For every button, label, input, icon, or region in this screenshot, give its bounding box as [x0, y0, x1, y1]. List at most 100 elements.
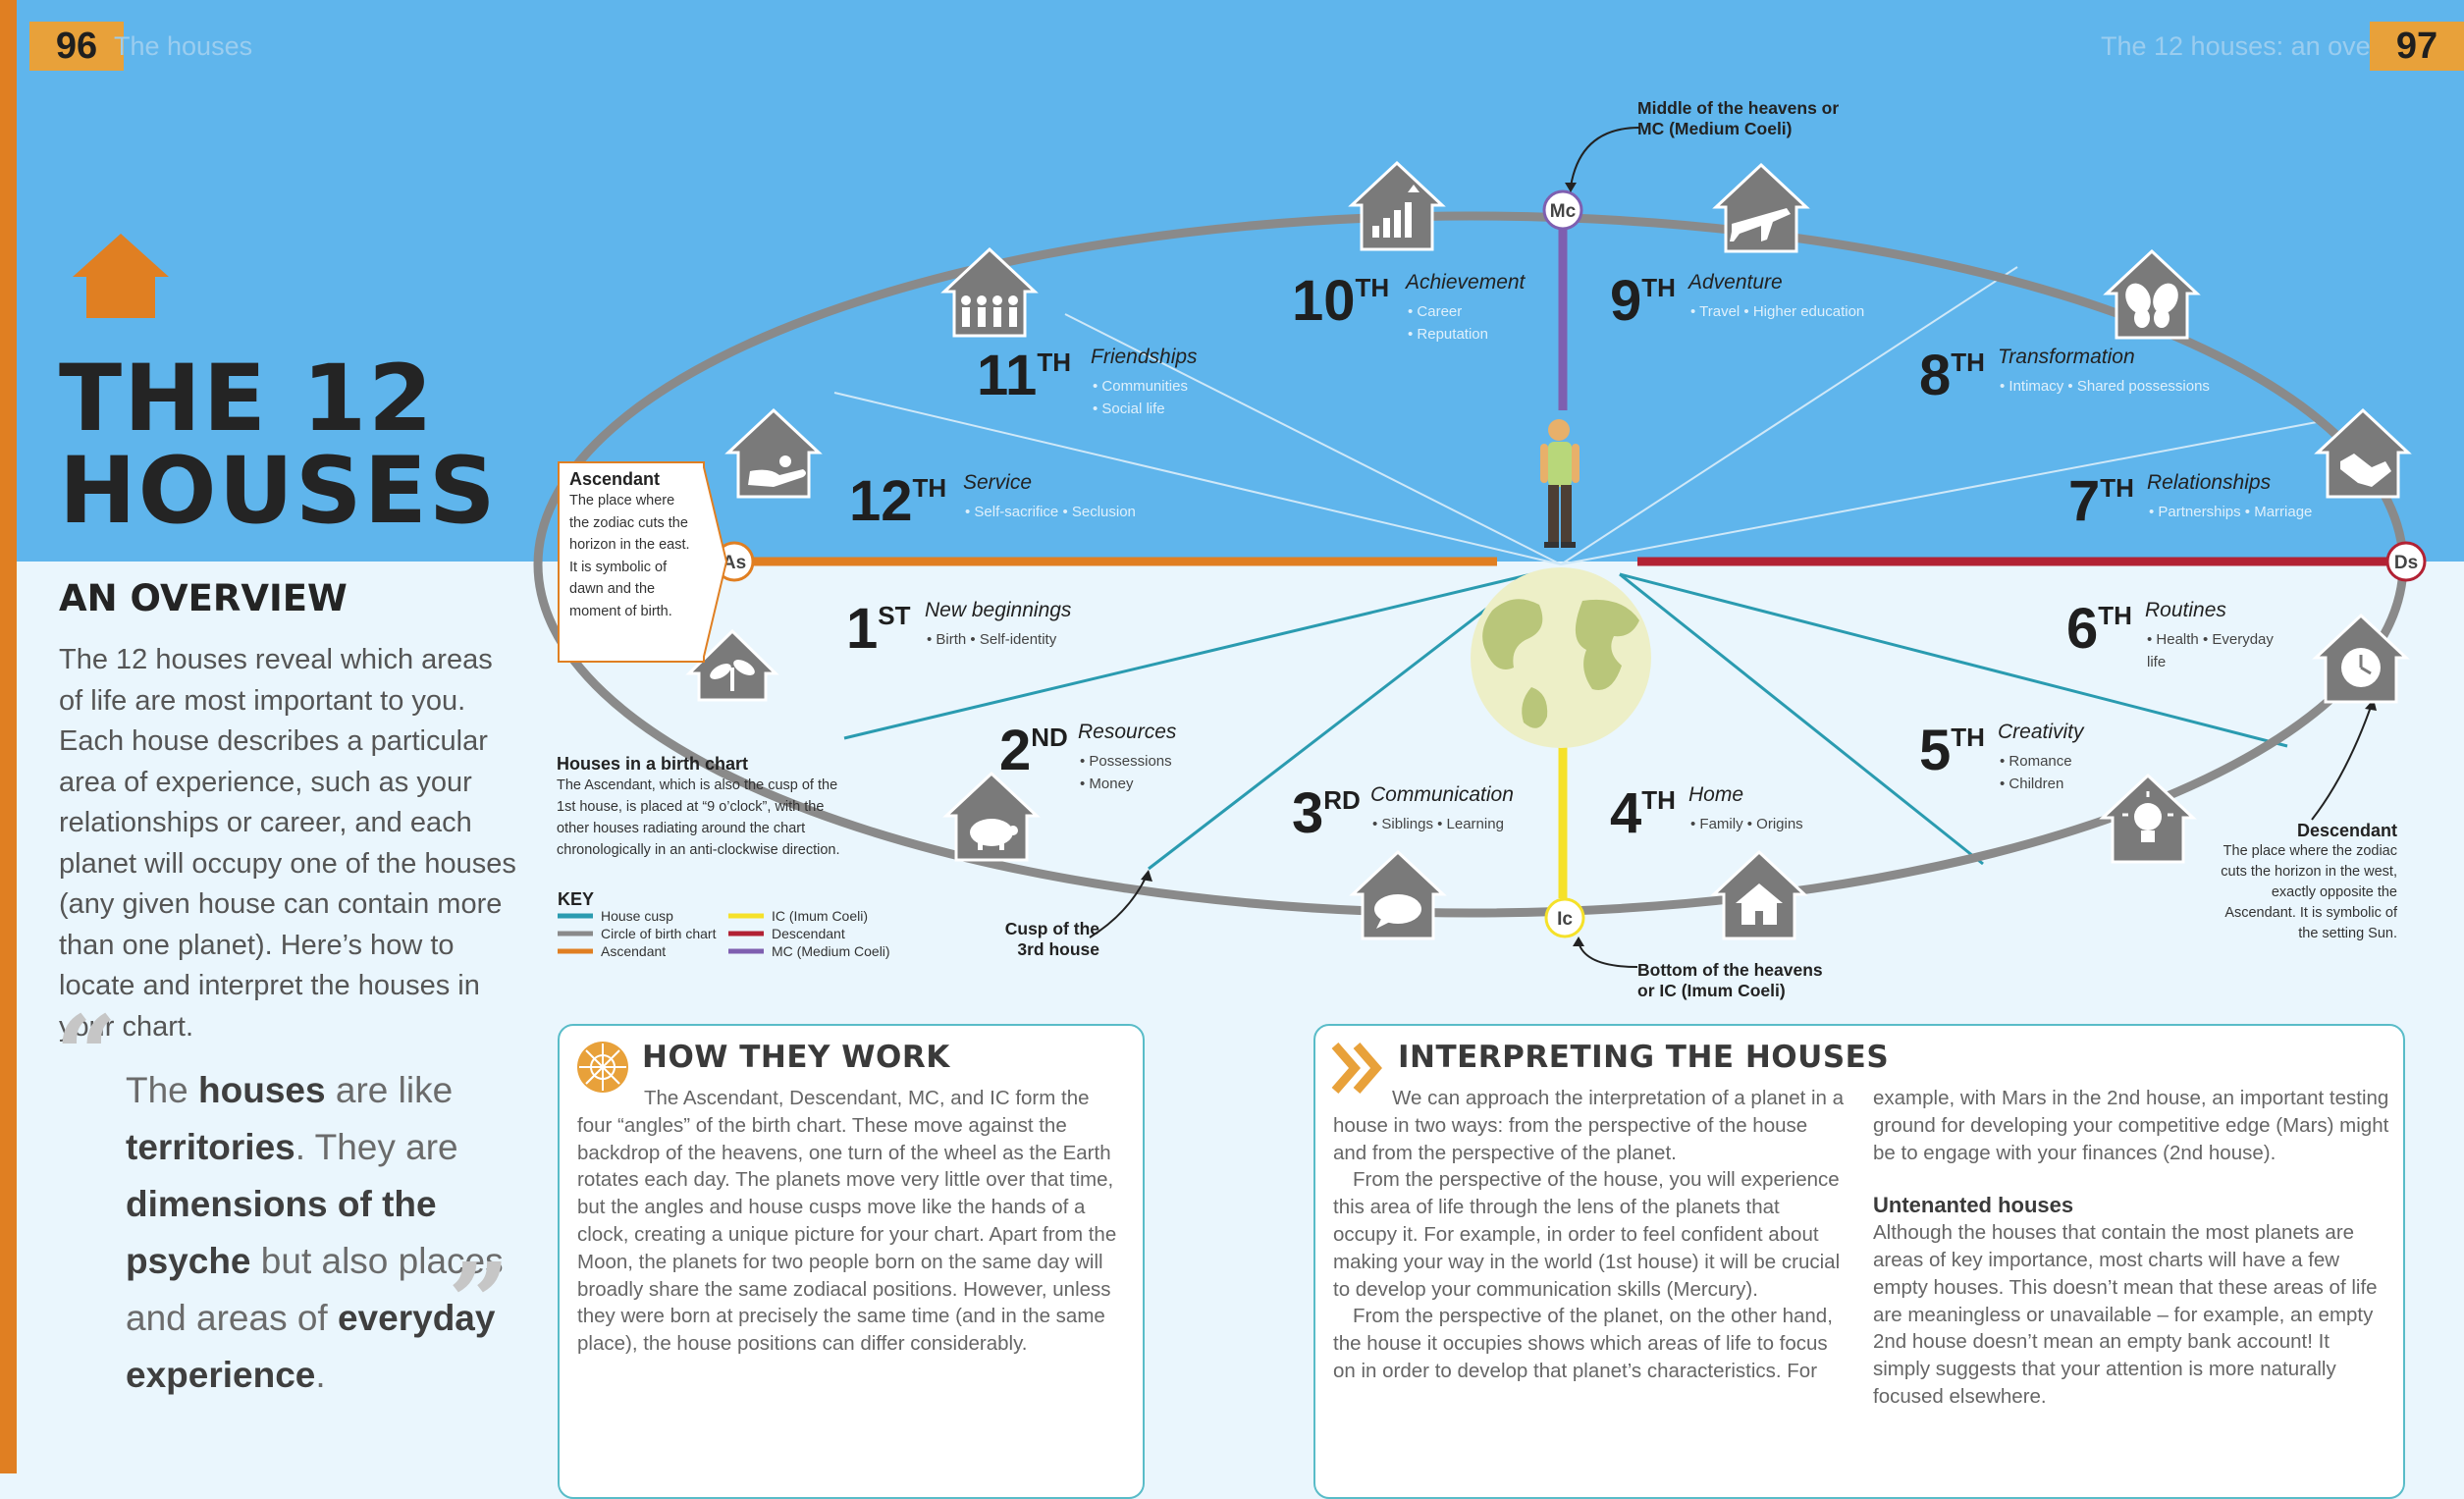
title-line-2: HOUSES	[59, 438, 498, 545]
descendant-marker: Ds	[2385, 541, 2427, 582]
house-name: Achievement	[1404, 271, 1527, 294]
right-page-number: 97	[2370, 22, 2464, 71]
house-number: 7TH	[2068, 469, 2134, 533]
house-icon	[1736, 883, 1783, 925]
ic-marker-label: Ic	[1557, 909, 1573, 930]
house-number: 10TH	[1292, 269, 1389, 333]
key-label: House cusp	[601, 908, 673, 924]
quote-emphasis: dimensions of the psyche	[126, 1184, 437, 1281]
descendant-callout-text: The place where the zodiac cuts the hori…	[2221, 843, 2397, 941]
cusp3-callout-arrow	[1089, 875, 1148, 938]
house-keywords: • Romance	[2000, 753, 2072, 770]
interpreting-title: INTERPRETING THE HOUSES	[1398, 1040, 1890, 1075]
butterfly-icon	[2125, 283, 2178, 328]
house-keywords: • Possessions	[1080, 753, 1172, 770]
house-icon	[73, 234, 169, 318]
birth-chart-note-title: Houses in a birth chart	[557, 754, 749, 774]
key-label: Descendant	[772, 926, 845, 941]
house-name: Transformation	[1998, 346, 2135, 368]
house-keywords: • Children	[2000, 776, 2063, 792]
birth-chart-note: Houses in a birth chart The Ascendant, w…	[557, 754, 856, 861]
house-icon-shape	[685, 628, 779, 702]
helping-hand-icon	[748, 455, 806, 487]
house-labels: 1ST New beginnings • Birth • Self-identity…	[846, 269, 2312, 845]
house-cusp-line	[1619, 572, 1984, 866]
descendant-callout-arrow	[2311, 706, 2372, 821]
left-running-head: The houses	[114, 31, 253, 61]
ic-callout-arrow	[1578, 941, 1638, 968]
house-number: 5TH	[1919, 719, 1985, 782]
house-number: 1ST	[846, 597, 911, 661]
speech-bubble-icon	[1374, 894, 1421, 929]
quote-text: are like	[325, 1070, 454, 1110]
ascendant-box-pointer	[703, 462, 728, 662]
ascendant-box-title: Ascendant	[569, 469, 661, 489]
person-figure-icon	[1540, 419, 1580, 548]
pull-quote: The houses are like territories. They ar…	[126, 1062, 518, 1404]
interpreting-box: INTERPRETING THE HOUSES We can approach …	[1313, 1024, 2405, 1499]
plant-icon	[710, 660, 755, 691]
descendant-marker-label: Ds	[2394, 553, 2418, 573]
key-item: Circle of birth chart	[558, 926, 717, 941]
house-keywords: • Social life	[1093, 401, 1165, 417]
close-quote-icon: ”	[448, 1239, 510, 1365]
house-keywords: • Intimacy • Shared possessions	[2000, 378, 2210, 395]
house-cusp-line	[1148, 572, 1532, 871]
ic-callout: Bottom of the heavens or IC (Imum Coeli)	[1637, 960, 1823, 1000]
sky-background	[0, 0, 2464, 562]
descendant-callout: Descendant The place where the zodiac cu…	[2209, 821, 2397, 944]
ic-marker: Ic	[1544, 897, 1585, 938]
house-keywords: • Health • Everyday	[2147, 631, 2274, 648]
ascendant-marker-label: As	[723, 553, 746, 573]
house-keywords: • Travel • Higher education	[1690, 303, 1864, 320]
people-icon	[961, 295, 1018, 327]
arrowhead-icon	[1573, 937, 1584, 946]
key-label: Ascendant	[601, 943, 666, 959]
mc-callout: Middle of the heavens or MC (Medium Coel…	[1637, 98, 1840, 138]
quote-emphasis: houses	[198, 1070, 326, 1110]
quote-text: but also places and areas of	[126, 1241, 504, 1338]
house-keywords: • Career	[1408, 303, 1462, 320]
house-cusp-line	[1560, 421, 2318, 565]
key-item: Ascendant	[558, 943, 666, 959]
lightbulb-icon	[2122, 791, 2173, 842]
house-number: 2ND	[999, 719, 1068, 782]
house-keywords: • Reputation	[1408, 326, 1488, 343]
key-item: House cusp	[558, 908, 673, 924]
house-cusp-line	[833, 392, 1562, 565]
key-label: IC (Imum Coeli)	[772, 908, 868, 924]
interpreting-column-1: We can approach the interpretation of a …	[1333, 1085, 1846, 1385]
mc-marker: Mc	[1542, 189, 1583, 231]
title-line-1: THE 12	[59, 346, 435, 453]
house-keywords: • Communities	[1093, 378, 1188, 395]
house-keywords: life	[2147, 654, 2166, 670]
paragraph: From the perspective of the planet, on t…	[1333, 1305, 1833, 1382]
key-item: IC (Imum Coeli)	[728, 908, 868, 924]
arrowhead-icon	[1141, 870, 1152, 882]
key-label: MC (Medium Coeli)	[772, 943, 890, 959]
house-number: 3RD	[1292, 781, 1361, 845]
interpreting-column-2: example, with Mars in the 2nd house, an …	[1873, 1085, 2391, 1411]
house-name: Resources	[1078, 721, 1177, 743]
open-quote-icon: “	[55, 991, 118, 1118]
quote-emphasis: everyday experience	[126, 1298, 496, 1395]
zodiac-wheel-icon	[577, 1042, 628, 1093]
airplane-icon	[1730, 208, 1791, 241]
clock-icon	[2341, 648, 2381, 687]
key-item: MC (Medium Coeli)	[728, 943, 890, 959]
house-name: New beginnings	[925, 599, 1072, 621]
handshake-icon	[2340, 454, 2391, 487]
ascendant-info-box: Ascendant The place where the zodiac cut…	[558, 461, 705, 663]
house-keywords: • Birth • Self-identity	[927, 631, 1057, 648]
house-number: 9TH	[1610, 269, 1676, 333]
